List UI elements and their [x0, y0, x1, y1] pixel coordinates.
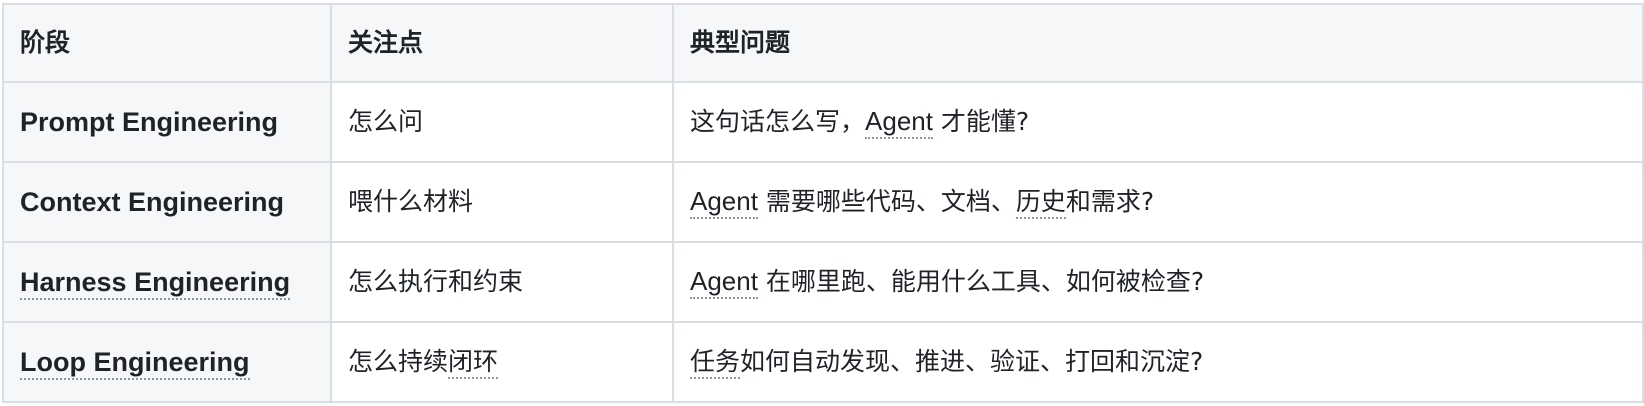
focus-text: 怎么执行和约束 [348, 267, 524, 296]
question-text: 如何自动发现、推进、验证、打回和沉淀? [740, 347, 1204, 376]
header-stage: 阶段 [2, 3, 332, 83]
header-focus: 关注点 [330, 3, 674, 83]
glossary-term-link[interactable]: Agent [690, 186, 758, 220]
glossary-term-link[interactable]: 历史 [1015, 187, 1066, 220]
focus-text: 喂什么材料 [348, 187, 474, 216]
stage-label-link[interactable]: Loop Engineering [20, 346, 250, 380]
comparison-table-container: 阶段 关注点 典型问题 Prompt Engineering 怎么问 这句话怎么… [2, 3, 1644, 404]
stage-cell: Context Engineering [2, 161, 332, 243]
stage-cell: Prompt Engineering [2, 81, 332, 163]
focus-cell: 怎么持续闭环 [330, 321, 674, 403]
table-row: Context Engineering 喂什么材料 Agent 需要哪些代码、文… [2, 161, 1644, 243]
header-row: 阶段 关注点 典型问题 [2, 3, 1644, 83]
question-cell: Agent 在哪里跑、能用什么工具、如何被检查? [672, 241, 1644, 323]
question-cell: 任务如何自动发现、推进、验证、打回和沉淀? [672, 321, 1644, 403]
glossary-term-link[interactable]: 闭环 [448, 347, 499, 379]
stage-label: Context Engineering [20, 186, 285, 217]
question-text: 这句话怎么写， [690, 107, 866, 137]
stage-label-link[interactable]: Harness Engineering [20, 266, 291, 300]
table-row: Prompt Engineering 怎么问 这句话怎么写，Agent 才能懂? [2, 81, 1644, 163]
table-row: Loop Engineering 怎么持续闭环 任务如何自动发现、推进、验证、打… [2, 321, 1644, 403]
stage-cell: Harness Engineering [2, 241, 332, 323]
glossary-term-link[interactable]: Agent [690, 266, 758, 300]
stage-cell: Loop Engineering [2, 321, 332, 403]
question-cell: Agent 需要哪些代码、文档、历史和需求? [672, 161, 1644, 243]
stage-label: Prompt Engineering [20, 106, 279, 137]
comparison-table: 阶段 关注点 典型问题 Prompt Engineering 怎么问 这句话怎么… [2, 3, 1644, 403]
question-text: 才能懂? [932, 107, 1030, 137]
question-text: 和需求? [1065, 187, 1155, 217]
focus-text: 怎么持续 [348, 347, 449, 376]
table-row: Harness Engineering 怎么执行和约束 Agent 在哪里跑、能… [2, 241, 1644, 323]
glossary-term-link[interactable]: Agent [865, 106, 933, 140]
table-header: 阶段 关注点 典型问题 [2, 3, 1644, 83]
focus-cell: 喂什么材料 [330, 161, 674, 243]
table-body: Prompt Engineering 怎么问 这句话怎么写，Agent 才能懂?… [2, 81, 1644, 403]
focus-text: 怎么问 [348, 107, 424, 136]
focus-cell: 怎么执行和约束 [330, 241, 674, 323]
glossary-term-link[interactable]: 任务 [690, 347, 741, 379]
header-typical-question: 典型问题 [672, 3, 1644, 83]
question-text: 在哪里跑、能用什么工具、如何被检查? [757, 267, 1205, 297]
focus-cell: 怎么问 [330, 81, 674, 163]
question-text: 需要哪些代码、文档、 [757, 187, 1016, 217]
question-cell: 这句话怎么写，Agent 才能懂? [672, 81, 1644, 163]
